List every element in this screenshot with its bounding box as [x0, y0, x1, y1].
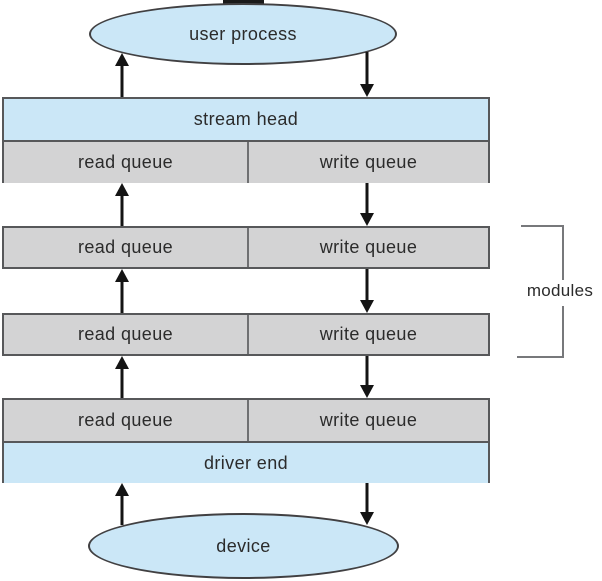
arrow-down-icon — [360, 356, 374, 398]
arrowhead-icon — [115, 53, 129, 66]
write-queue-label: write queue — [319, 152, 418, 172]
modules-bracket-lower — [562, 306, 564, 358]
arrowhead-icon — [115, 183, 129, 196]
driver-end-group: read queue write queue driver end — [2, 398, 490, 483]
read-queue-label: read queue — [77, 410, 174, 430]
stream-head-group: stream head read queue write queue — [2, 97, 490, 183]
stream-head-label: stream head — [193, 109, 299, 129]
arrowhead-icon — [115, 356, 129, 369]
driver-end-label: driver end — [203, 452, 289, 473]
arrowhead-icon — [360, 512, 374, 525]
arrow-up-icon — [115, 53, 129, 97]
modules-label: modules — [526, 281, 594, 300]
arrow-up-icon — [115, 269, 129, 313]
write-queue-label: write queue — [319, 410, 418, 430]
module-queue-row: read queue write queue — [2, 313, 490, 356]
arrow-down-icon — [360, 52, 374, 97]
read-queue-cell: read queue — [4, 228, 247, 267]
queue-row: read queue write queue — [4, 140, 488, 183]
arrowhead-icon — [115, 483, 129, 496]
arrowhead-icon — [360, 385, 374, 398]
user-process-ellipse: user process — [89, 3, 397, 65]
device-ellipse: device — [88, 513, 399, 579]
arrow-up-icon — [115, 356, 129, 398]
write-queue-cell: write queue — [247, 142, 488, 183]
arrow-down-icon — [360, 269, 374, 313]
driver-end-bar: driver end — [4, 443, 488, 483]
queue-row: read queue write queue — [4, 400, 488, 443]
modules-bracket-top — [521, 225, 564, 227]
read-queue-cell: read queue — [4, 400, 247, 441]
write-queue-label: write queue — [319, 237, 418, 257]
read-queue-label: read queue — [77, 324, 174, 344]
write-queue-cell: write queue — [247, 228, 488, 267]
stream-head-bar: stream head — [4, 99, 488, 140]
read-queue-cell: read queue — [4, 142, 247, 183]
arrow-up-icon — [115, 483, 129, 525]
arrowhead-icon — [115, 269, 129, 282]
user-process-label: user process — [189, 23, 297, 44]
arrow-down-icon — [360, 183, 374, 226]
read-queue-cell: read queue — [4, 315, 247, 354]
write-queue-label: write queue — [319, 324, 418, 344]
arrowhead-icon — [360, 300, 374, 313]
arrow-down-icon — [360, 483, 374, 525]
arrowhead-icon — [360, 213, 374, 226]
modules-bracket-upper — [562, 225, 564, 280]
top-crop-mark — [223, 0, 264, 4]
arrow-up-icon — [115, 183, 129, 226]
modules-bracket-bottom — [517, 356, 564, 358]
arrowhead-icon — [360, 84, 374, 97]
write-queue-cell: write queue — [247, 400, 488, 441]
read-queue-label: read queue — [77, 152, 174, 172]
write-queue-cell: write queue — [247, 315, 488, 354]
device-label: device — [216, 535, 271, 556]
module-queue-row: read queue write queue — [2, 226, 490, 269]
read-queue-label: read queue — [77, 237, 174, 257]
